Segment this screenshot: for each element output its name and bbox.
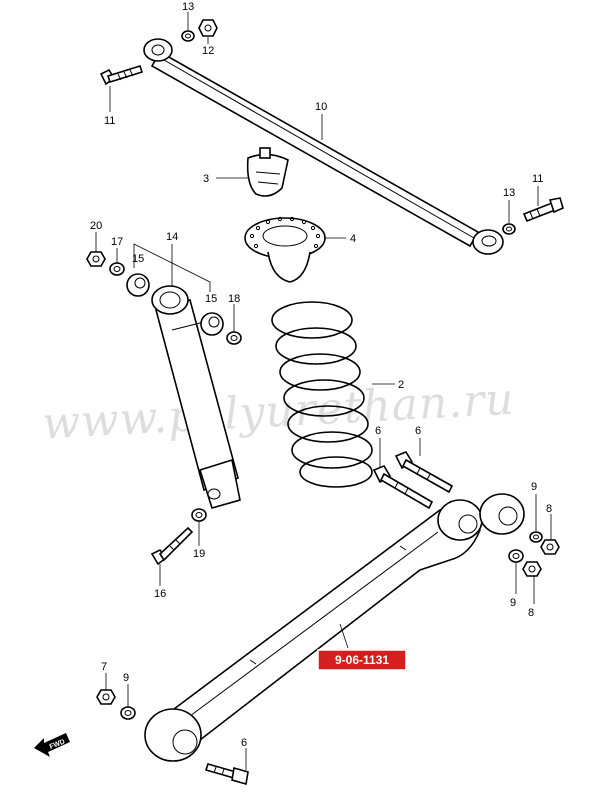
callout-11-left: 11 [104, 115, 115, 127]
callout-8-lower: 8 [528, 607, 534, 619]
callout-19: 19 [193, 548, 205, 560]
bolt-11-right [522, 197, 564, 223]
shock-absorber [151, 285, 241, 509]
bushing-15-upper [126, 273, 150, 297]
bolt-11-left [99, 65, 144, 86]
callout-16-lower: 16 [154, 588, 166, 600]
callout-9-upper: 9 [531, 481, 537, 493]
nut-7 [96, 689, 116, 705]
callout-11-right: 11 [532, 173, 543, 185]
callout-20: 20 [90, 220, 102, 232]
nut-12-top [198, 19, 218, 37]
bolt-6-left [372, 465, 434, 510]
nut-20 [86, 251, 106, 267]
nut-8-right-lower [522, 561, 542, 577]
callout-15-lower: 15 [205, 293, 217, 305]
bolt-16-upper [150, 526, 194, 566]
callout-4: 4 [350, 233, 356, 245]
washer-18 [226, 331, 242, 345]
bolt-6-right [394, 451, 454, 494]
callout-14: 14 [166, 231, 178, 243]
trailing-arm [144, 493, 525, 762]
washer-17 [109, 262, 125, 276]
coil-spring [271, 301, 373, 488]
callout-2: 2 [398, 379, 404, 391]
callout-10: 10 [315, 101, 327, 113]
callout-6-bottom: 6 [241, 737, 247, 749]
seat-holes [249, 216, 321, 249]
callout-13-right: 13 [503, 187, 515, 199]
nut-8-right-upper [540, 539, 560, 555]
callout-13-top: 13 [182, 1, 194, 13]
callout-17: 17 [111, 236, 123, 248]
part-code: 9-06-1131 [335, 653, 389, 667]
forward-arrow: FWD [34, 733, 70, 757]
washer-9-left [120, 706, 136, 720]
spring-seat [244, 216, 326, 283]
callout-9-lower: 9 [510, 597, 516, 609]
washer-13-right [502, 223, 516, 235]
callout-8-upper: 8 [546, 503, 552, 515]
washer-19 [191, 508, 207, 522]
callout-9-left: 9 [123, 672, 129, 684]
bushing-15-lower [200, 312, 224, 336]
leader-lines [95, 12, 552, 770]
callout-7: 7 [101, 661, 107, 673]
washer-9-right-upper [529, 531, 543, 543]
washer-9-right-lower [508, 549, 524, 563]
watermark-text: www.polyurethan.ru [41, 374, 516, 450]
callout-6-right: 6 [415, 425, 421, 437]
callout-3: 3 [203, 173, 209, 185]
washer-13-top [181, 30, 195, 42]
lateral-rod [143, 38, 504, 255]
callout-6-left: 6 [375, 425, 381, 437]
bolt-6-bottom [204, 763, 249, 786]
callout-18: 18 [228, 293, 240, 305]
part-code-badge: 9-06-1131 [317, 649, 407, 671]
bump-stop [246, 147, 289, 197]
callouts: 13 12 11 10 3 4 13 11 20 17 14 15 15 18 … [90, 1, 552, 749]
callout-12: 12 [202, 45, 214, 57]
callout-15-upper: 15 [132, 253, 144, 265]
